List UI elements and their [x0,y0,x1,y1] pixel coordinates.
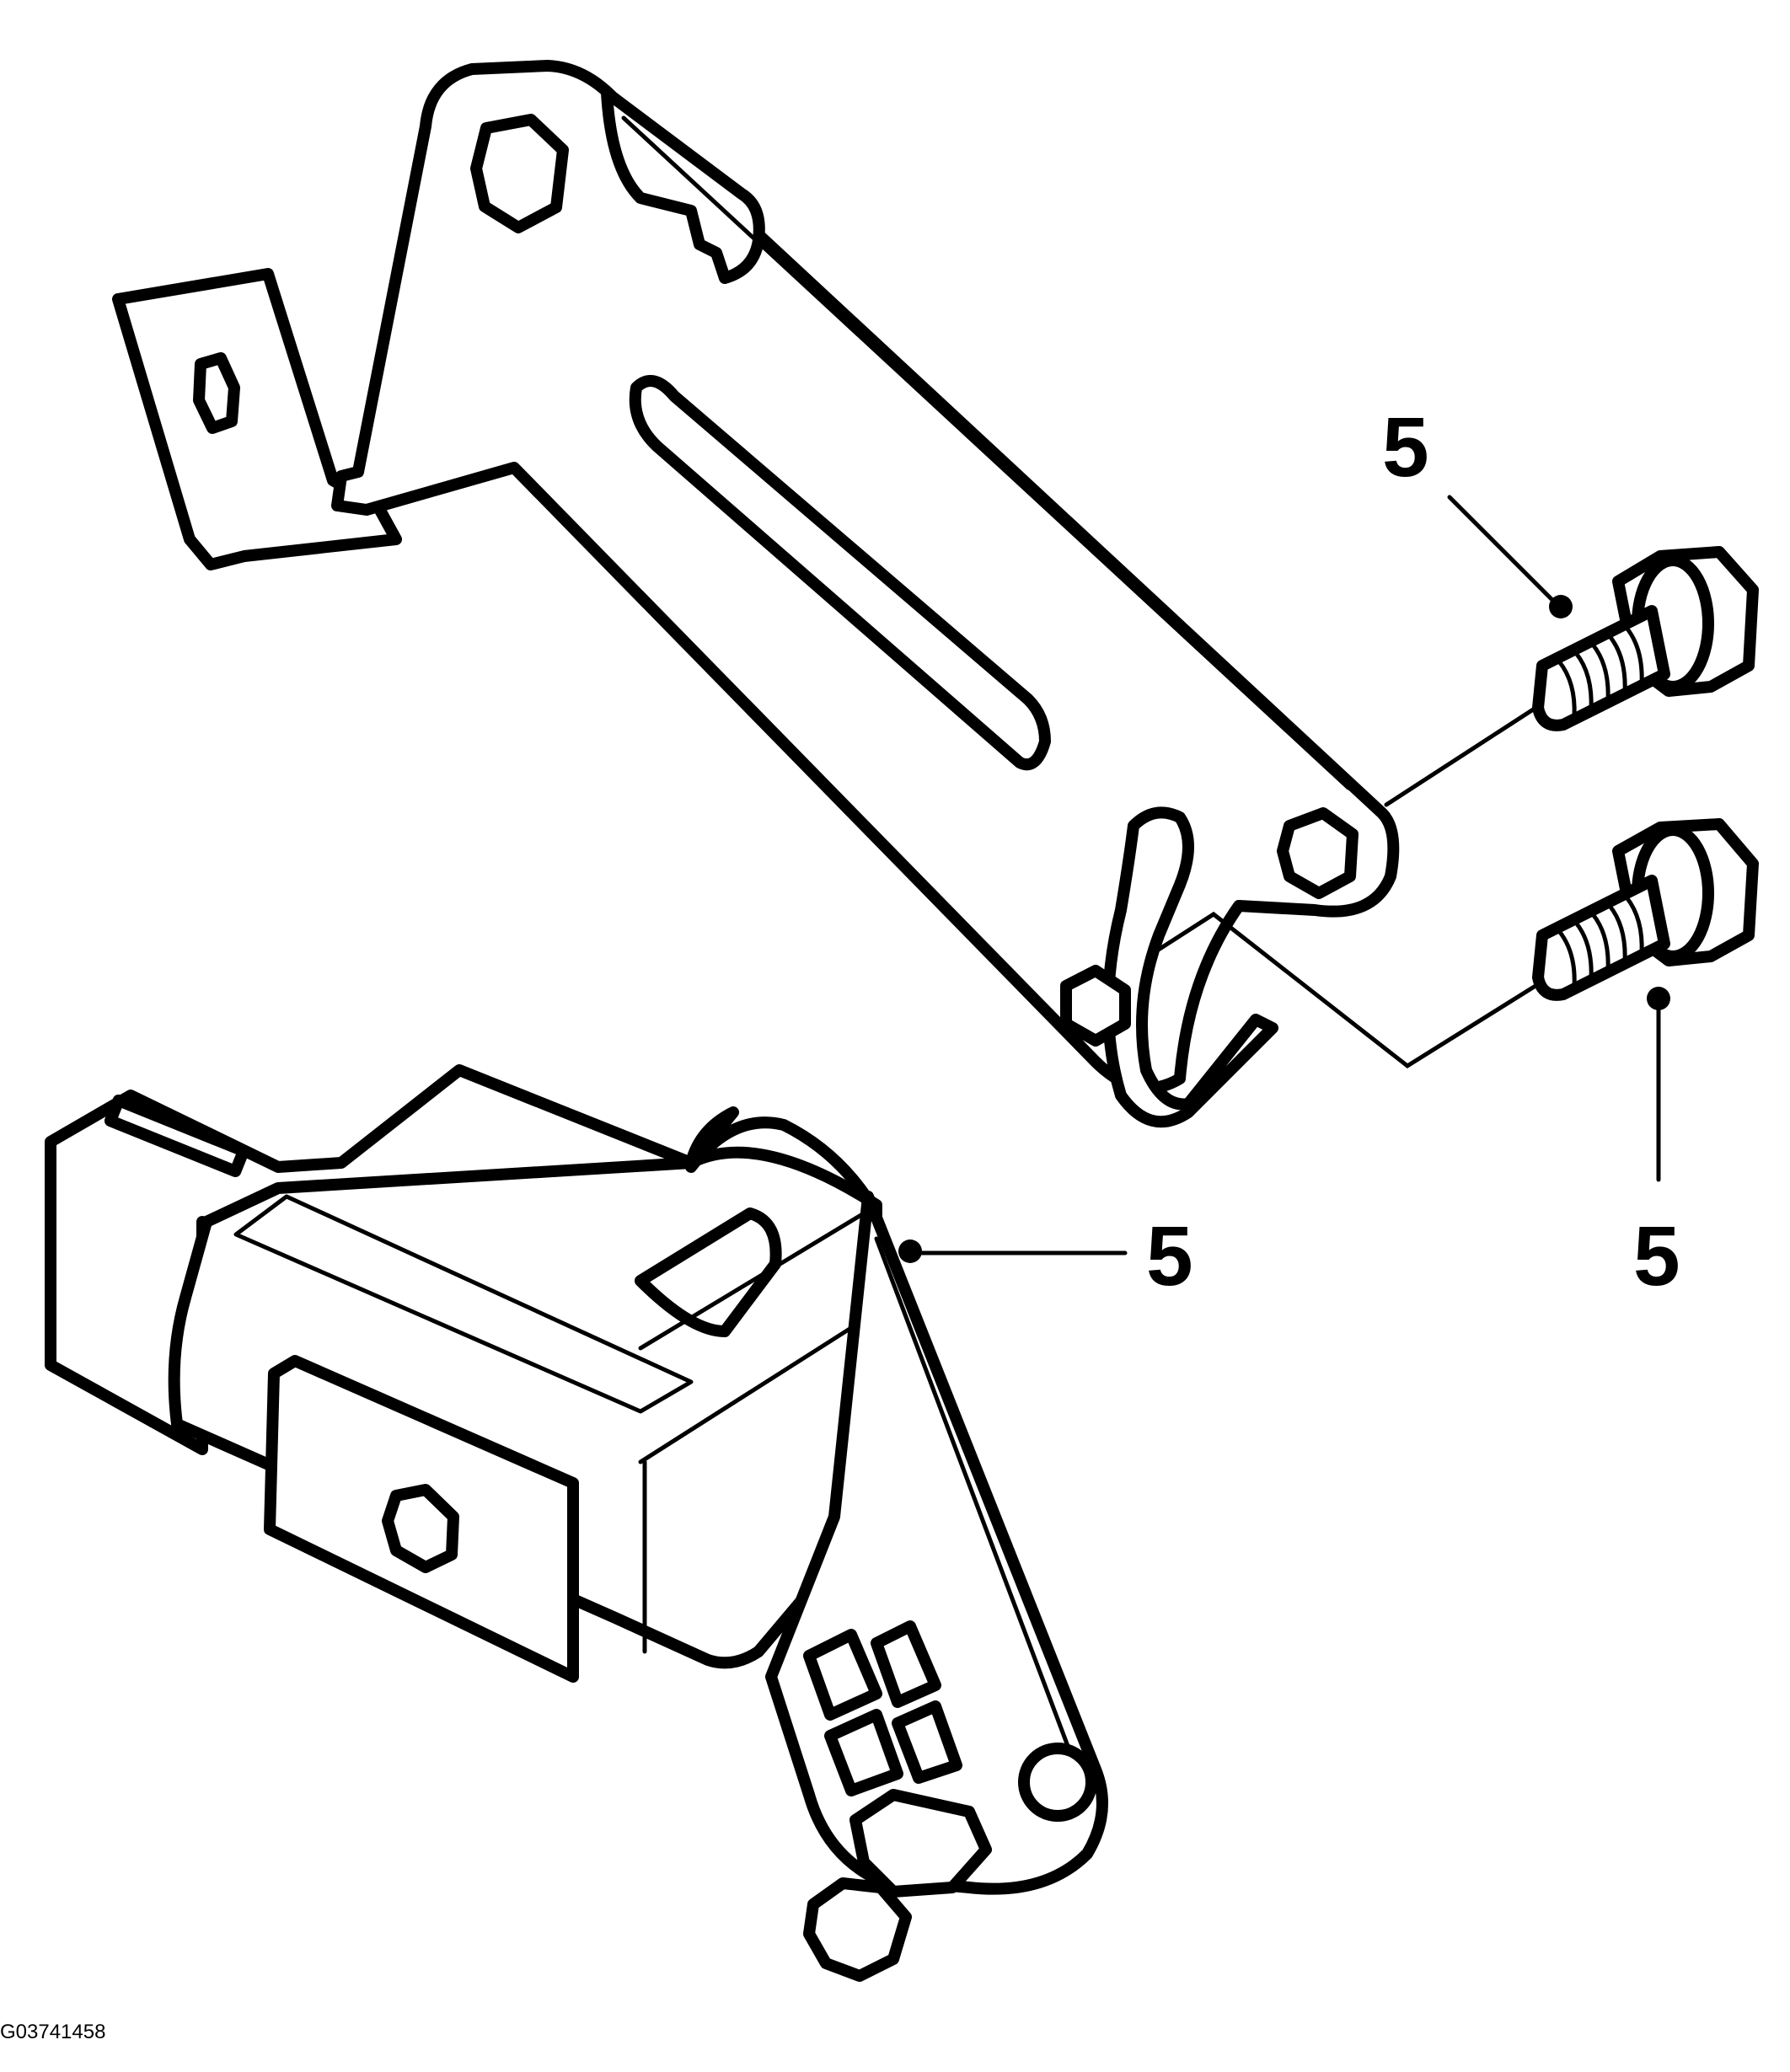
callout-sensor-linkage: 5 [898,1209,1193,1304]
lower-bolt-threads [1557,895,1644,988]
bracket-side-tab [112,268,402,570]
callout-sensor-linkage-dot [898,1239,922,1263]
upper-bolt-threads [1557,625,1644,719]
linkage-stud-hex [803,1877,912,1982]
lower-bolt-shank [1532,875,1670,1001]
linkage-end-stud [849,1789,992,1898]
bracket-lower-hex-hole [1060,965,1131,1047]
callout-lower-bolt-number: 5 [1633,1209,1680,1304]
sensor-linkage-arm [765,1191,1108,1982]
bracket-upper-hex-hole [470,114,569,233]
callout-lower-bolt-dot [1647,987,1670,1010]
bracket-slot [629,375,1051,771]
upper-bolt [1532,546,1759,731]
bracket-lower-hook [1102,806,1278,1128]
callout-upper-bolt-dot [1549,595,1573,618]
callout-sensor-linkage-number: 5 [1146,1209,1193,1304]
upper-bolt-axis-line [1384,701,1545,807]
sensor-top-clip [635,1207,782,1337]
bracket-tab-nut [193,352,240,434]
lower-bolt [1532,818,1759,1001]
figure-id: G03741458 [0,2021,105,2043]
mounting-bracket [112,60,1400,1128]
lower-bolt-axis-line [1152,911,1545,1069]
sensor-mount-hex [382,1484,459,1573]
upper-bolt-shank [1532,605,1670,731]
callout-upper-bolt-number: 5 [1382,400,1429,495]
callout-upper-bolt: 5 [1382,400,1573,618]
connector-latch [104,1094,250,1178]
linkage-ribs [803,1620,962,1796]
linkage-arm [765,1191,1108,1895]
callout-lower-bolt: 5 [1633,987,1680,1304]
bracket-right-hex-hole [1277,807,1359,899]
height-sensor [45,1064,882,1683]
linkage-pivot-boss [1018,1743,1097,1822]
